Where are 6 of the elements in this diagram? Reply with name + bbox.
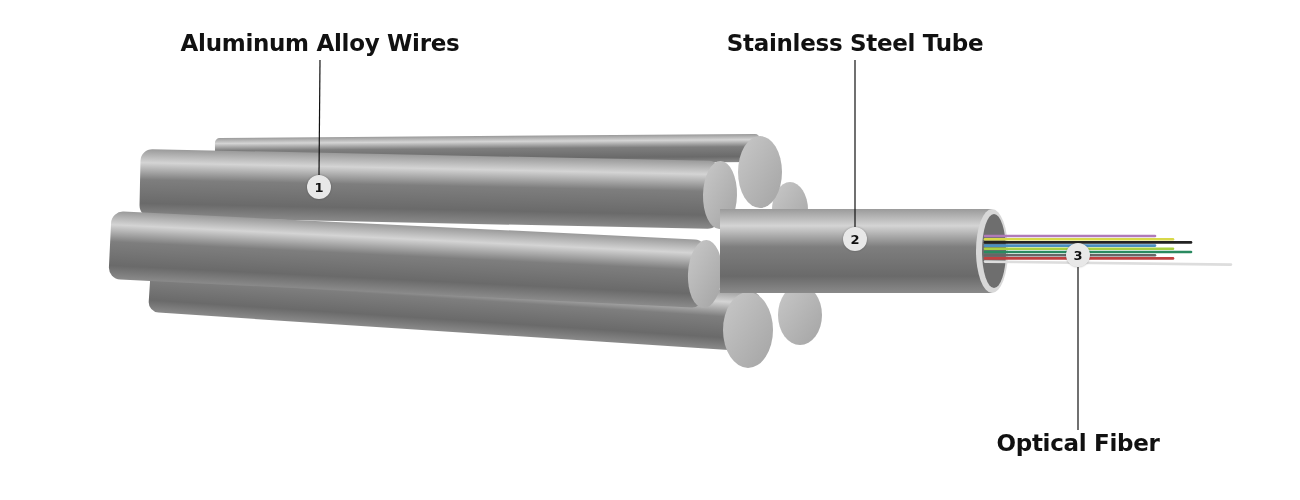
leader-line [854,59,856,228]
part-label: Stainless Steel Tube [726,30,984,56]
leader-line [1077,266,1079,431]
part-label: Aluminum Alloy Wires [180,30,460,56]
leader-line [318,59,321,176]
part-label: Optical Fiber [996,430,1160,456]
